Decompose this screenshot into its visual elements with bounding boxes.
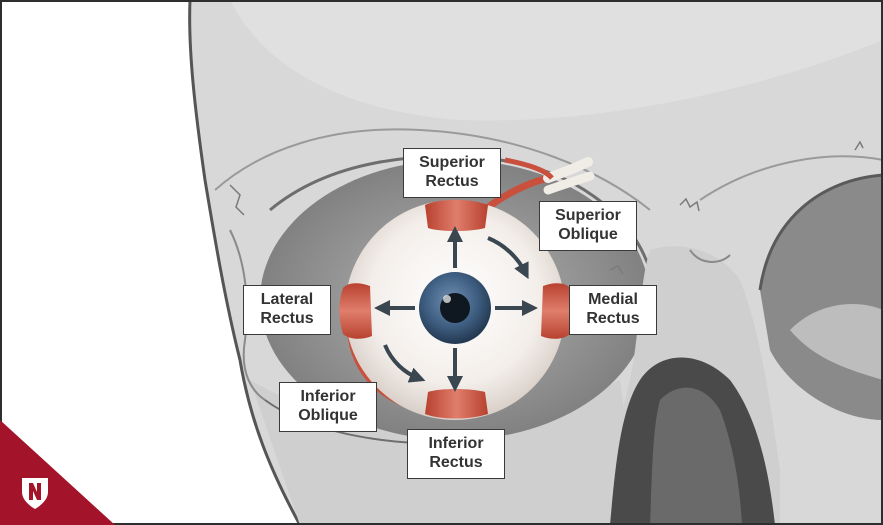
label-superior-oblique-line2: Oblique	[546, 225, 630, 244]
label-inferior-rectus: Inferior Rectus	[407, 429, 505, 479]
label-superior-rectus-line2: Rectus	[410, 172, 494, 191]
label-superior-rectus: Superior Rectus	[403, 148, 501, 198]
label-inferior-oblique-line1: Inferior	[286, 387, 370, 406]
label-medial-rectus: Medial Rectus	[569, 285, 657, 335]
label-medial-rectus-line1: Medial	[576, 290, 650, 309]
label-lateral-rectus: Lateral Rectus	[243, 285, 331, 335]
label-inferior-rectus-line1: Inferior	[414, 434, 498, 453]
label-lateral-rectus-line2: Rectus	[250, 309, 324, 328]
label-inferior-oblique-line2: Oblique	[286, 406, 370, 425]
label-medial-rectus-line2: Rectus	[576, 309, 650, 328]
label-superior-rectus-line1: Superior	[410, 153, 494, 172]
label-inferior-oblique: Inferior Oblique	[279, 382, 377, 432]
label-lateral-rectus-line1: Lateral	[250, 290, 324, 309]
label-superior-oblique-line1: Superior	[546, 206, 630, 225]
label-superior-oblique: Superior Oblique	[539, 201, 637, 251]
label-inferior-rectus-line2: Rectus	[414, 453, 498, 472]
